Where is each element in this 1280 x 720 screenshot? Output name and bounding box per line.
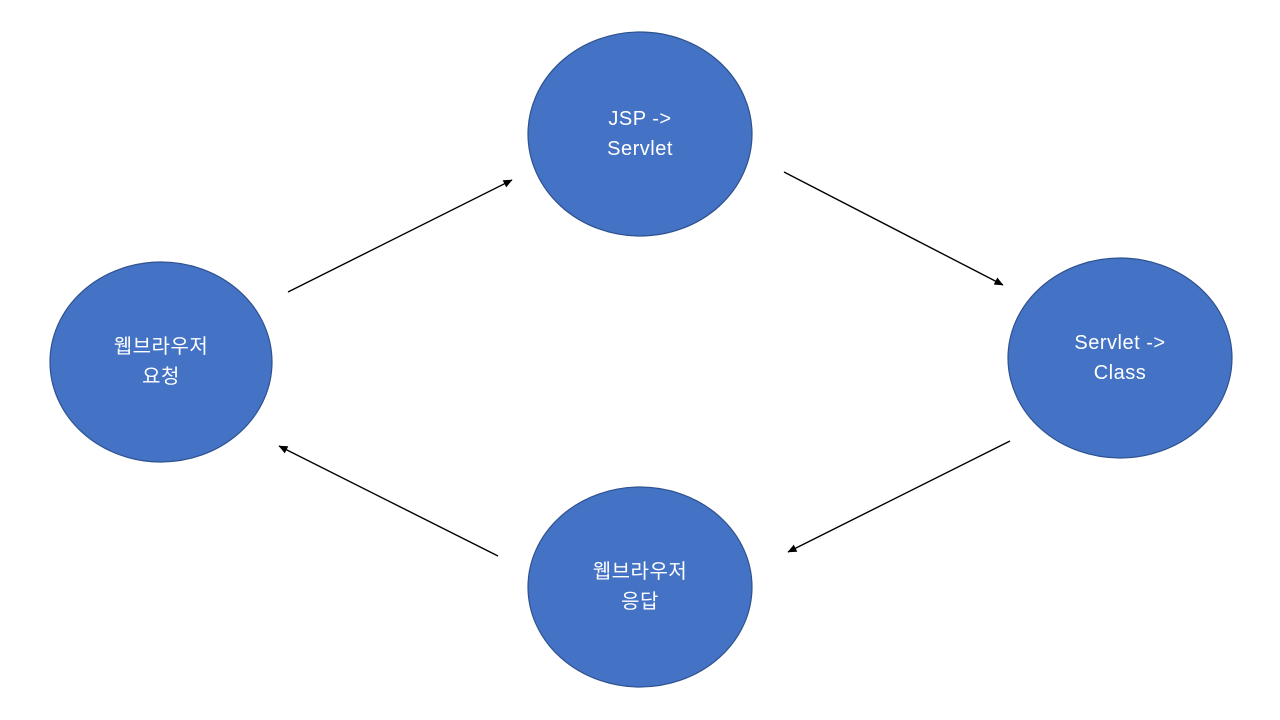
node-ellipse-web-browser-response [527, 486, 753, 688]
arrow-response-to-request [278, 445, 499, 557]
node-ellipse-jsp-to-servlet [527, 31, 753, 237]
arrow-jsp-to-class [783, 171, 1004, 286]
node-ellipse-servlet-to-class [1007, 257, 1233, 459]
node-ellipse-web-browser-request [49, 261, 273, 463]
arrow-request-to-jsp [287, 179, 513, 293]
arrow-class-to-response [787, 440, 1011, 553]
